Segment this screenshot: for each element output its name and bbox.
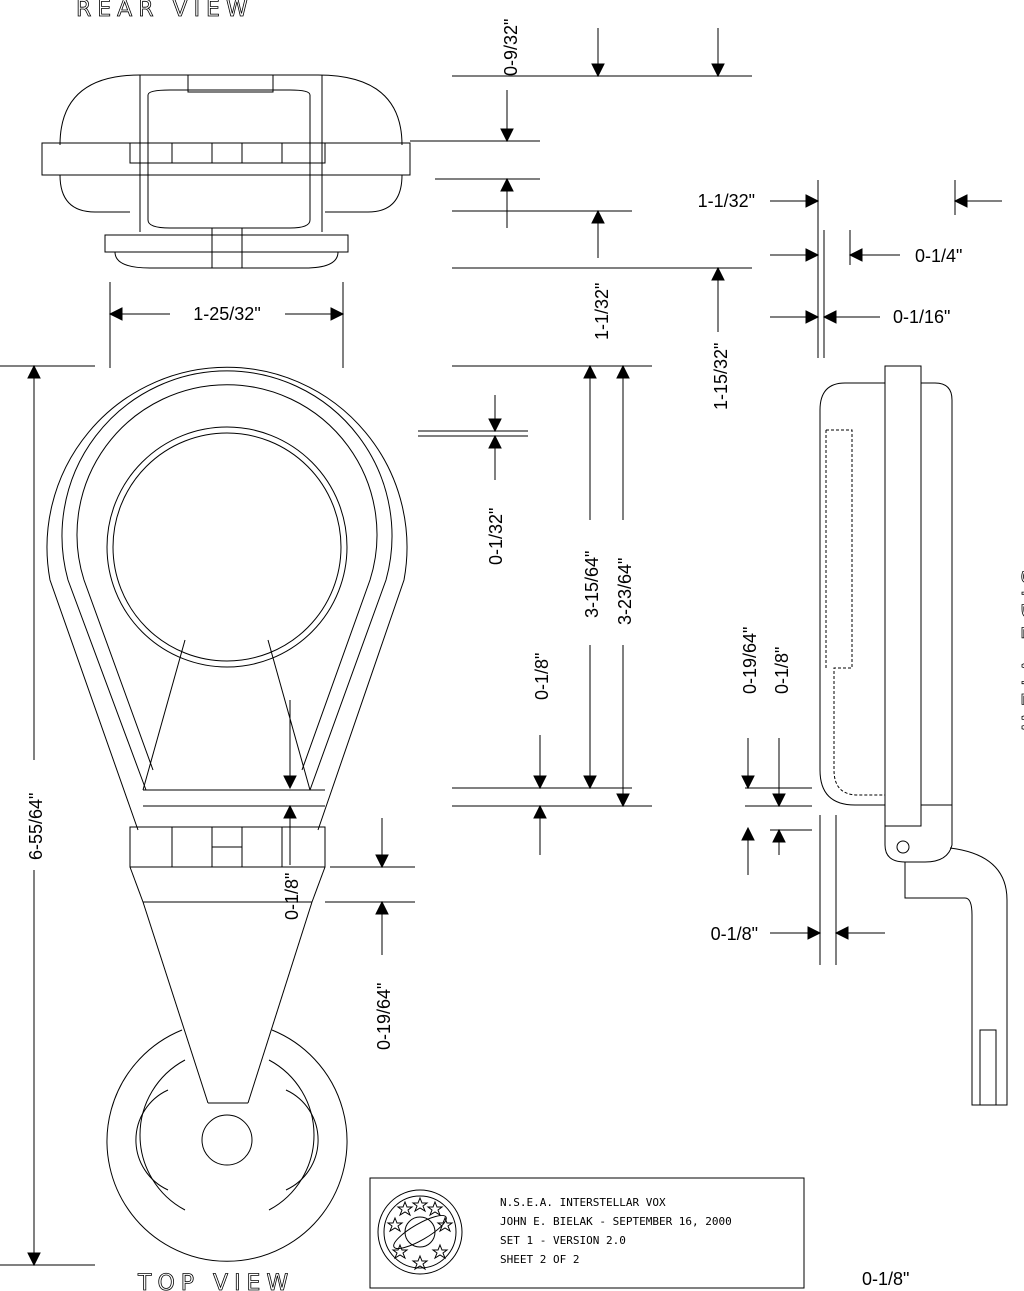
dim-total-height: 1-15/32" [711, 343, 731, 410]
rear-view-drawing [41, 74, 411, 269]
side-dimension-lines [741, 180, 1002, 965]
top-view-label: TOP VIEW [137, 1271, 294, 1291]
side-view-drawing [819, 365, 1008, 1106]
title-line-author-date: JOHN E. BIELAK - SEPTEMBER 16, 2000 [500, 1215, 732, 1228]
dim-side-foot: 0-1/8" [862, 1269, 909, 1289]
dim-rear-height-lower: 1-1/32" [592, 283, 612, 340]
dim-side-depth: 1-1/32" [698, 191, 755, 211]
dim-ring-length-b: 3-23/64" [615, 558, 635, 625]
title-line-project: N.S.E.A. INTERSTELLAR VOX [500, 1196, 666, 1209]
dim-side-quarter: 0-1/4" [915, 246, 962, 266]
rear-width-dimension [108, 282, 345, 368]
dim-side-band-b: 0-1/8" [772, 647, 792, 694]
dim-collar: 0-19/64" [374, 983, 394, 1050]
overall-length-dimension [0, 364, 95, 1267]
rear-dimension-lines [410, 28, 752, 332]
title-block: N.S.E.A. INTERSTELLAR VOX JOHN E. BIELAK… [369, 1177, 805, 1289]
dim-band-a: 0-1/8" [532, 653, 552, 700]
planet-stars-emblem-icon [377, 1189, 463, 1275]
dim-band-b: 0-1/8" [282, 873, 302, 920]
rear-view-label: REAR VIEW [76, 0, 254, 22]
dim-overall-length: 6-55/64" [26, 793, 46, 860]
dim-rear-width: 1-25/32" [193, 304, 260, 324]
top-view-drawing [46, 366, 408, 1262]
dim-ring-length-a: 3-15/64" [582, 551, 602, 618]
side-view-label: SIDE VIEW [1016, 570, 1024, 739]
ring-dimension-lines [283, 364, 652, 955]
title-line-sheet: SHEET 2 OF 2 [500, 1253, 579, 1266]
title-line-version: SET 1 - VERSION 2.0 [500, 1234, 626, 1247]
dim-rear-height-upper: 0-9/32" [501, 19, 521, 76]
dim-side-sixteenth: 0-1/16" [893, 307, 950, 327]
dim-side-stem: 0-1/8" [711, 924, 758, 944]
dim-ring-gap: 0-1/32" [486, 508, 506, 565]
dim-side-band-a: 0-19/64" [740, 627, 760, 694]
